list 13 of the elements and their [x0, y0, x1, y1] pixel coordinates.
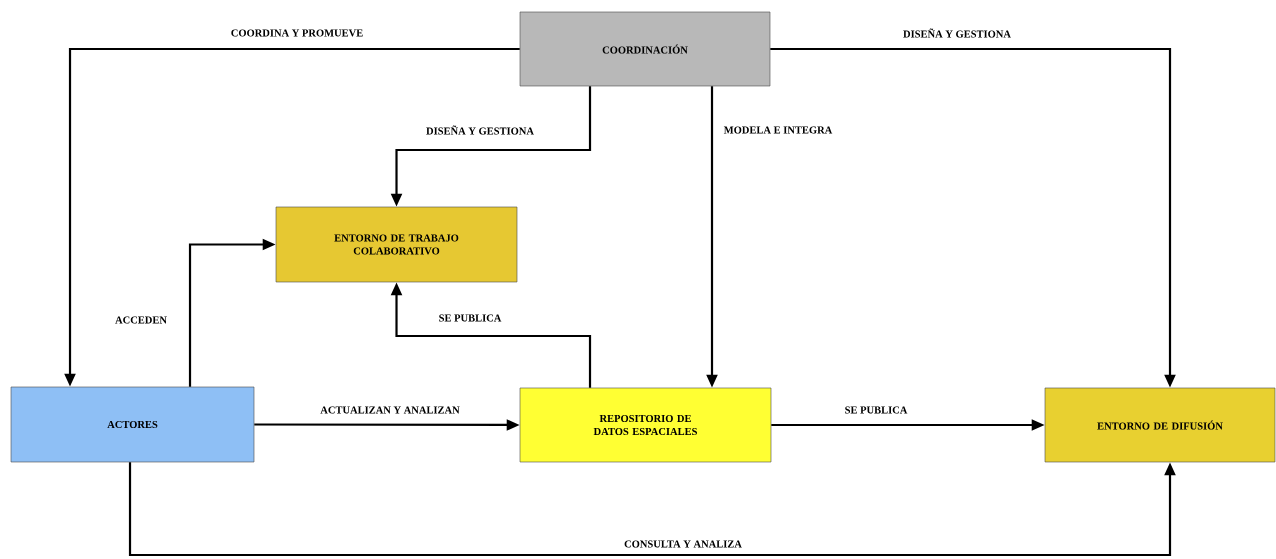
arrow — [128, 462, 1176, 557]
process-box: ENTORNO DE TRABAJO COLABORATIVO — [275, 206, 518, 283]
edge-label: SE PUBLICA — [843, 404, 909, 415]
process-box: ACTORES — [10, 386, 255, 463]
edge-label: MODELA E INTEGRA — [722, 124, 834, 135]
edge-label: ACTUALIZAN Y ANALIZAN — [318, 404, 462, 415]
edge-label: CONSULTA Y ANALIZA — [622, 538, 744, 549]
process-box: COORDINACIÓN — [519, 11, 771, 87]
edge-label: ACCEDEN — [113, 314, 169, 325]
process-box: REPOSITORIO DE DATOS ESPACIALES — [519, 387, 772, 463]
process-box: ENTORNO DE DIFUSIÓN — [1044, 387, 1276, 463]
edge-label: SE PUBLICA — [437, 312, 503, 323]
edge-label: COORDINA Y PROMUEVE — [229, 27, 365, 39]
